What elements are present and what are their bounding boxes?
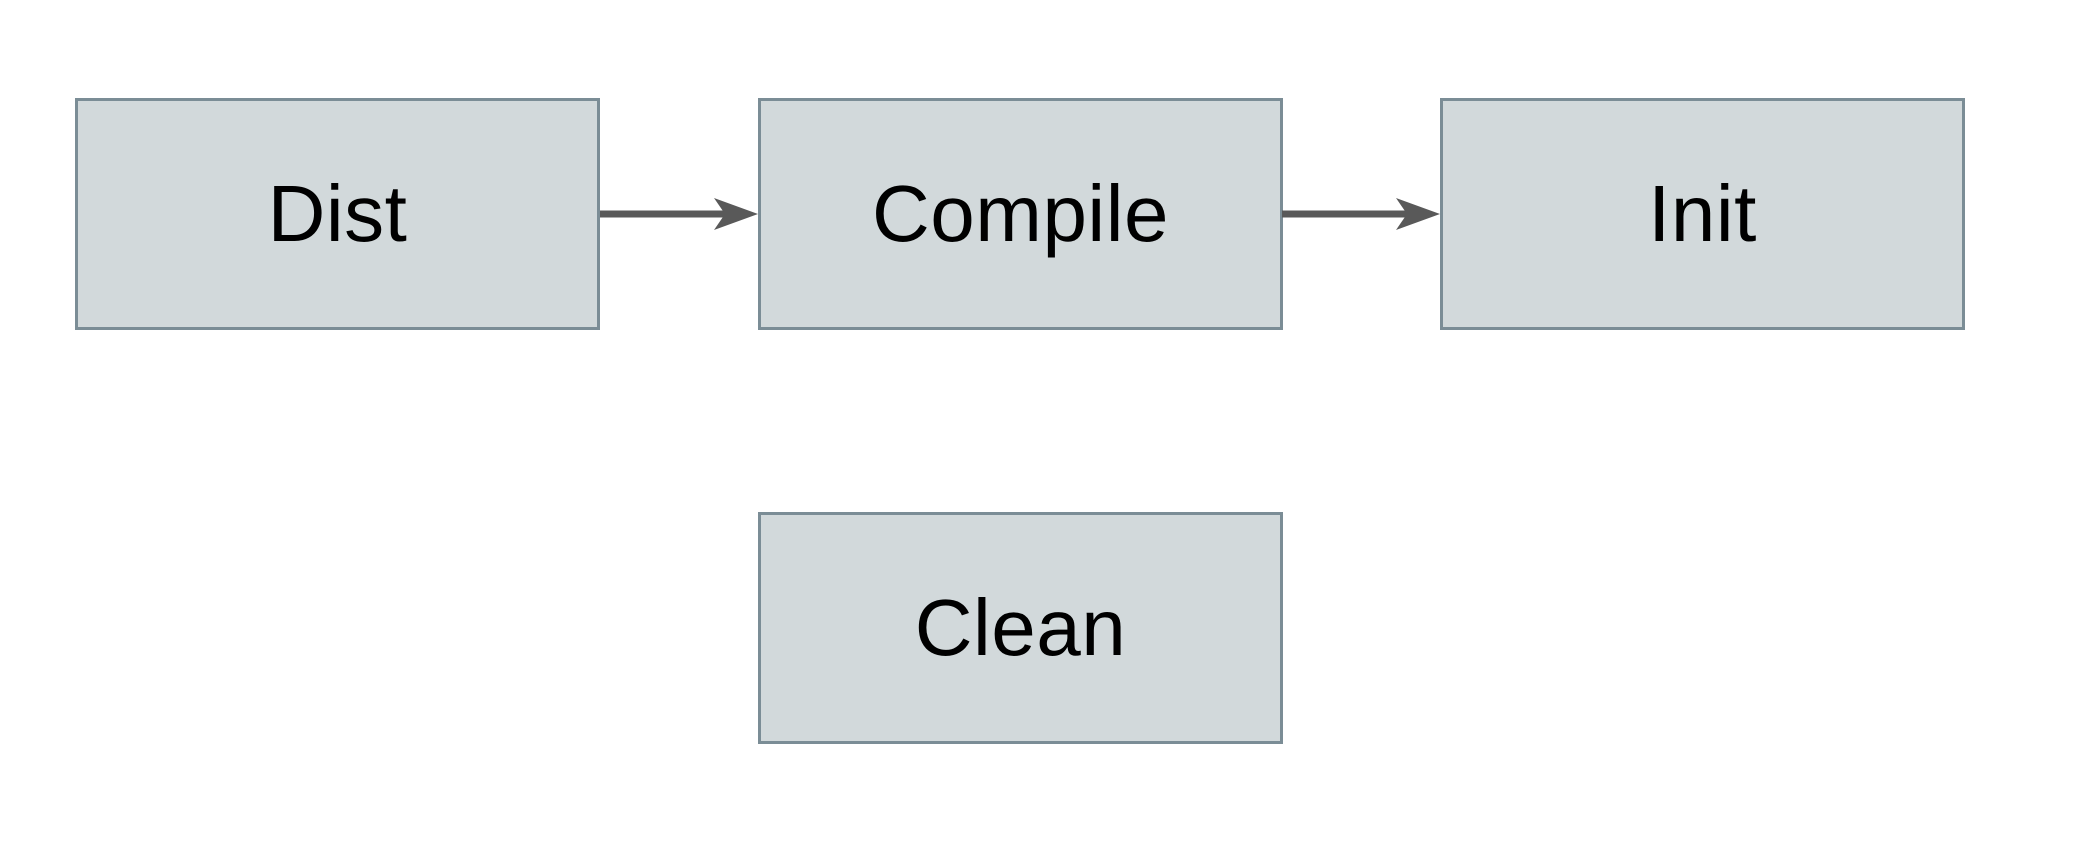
arrowhead-icon — [714, 198, 758, 230]
node-dist-label: Dist — [267, 169, 408, 258]
node-compile-label: Compile — [872, 169, 1169, 258]
node-dist[interactable]: Dist — [75, 98, 600, 330]
node-init-label: Init — [1648, 169, 1757, 258]
arrowhead-icon — [1396, 198, 1440, 230]
node-clean[interactable]: Clean — [758, 512, 1283, 744]
arrow-compile-to-init[interactable] — [1282, 194, 1440, 234]
node-compile[interactable]: Compile — [758, 98, 1283, 330]
node-clean-label: Clean — [914, 583, 1127, 672]
node-init[interactable]: Init — [1440, 98, 1965, 330]
arrow-dist-to-compile[interactable] — [600, 194, 758, 234]
